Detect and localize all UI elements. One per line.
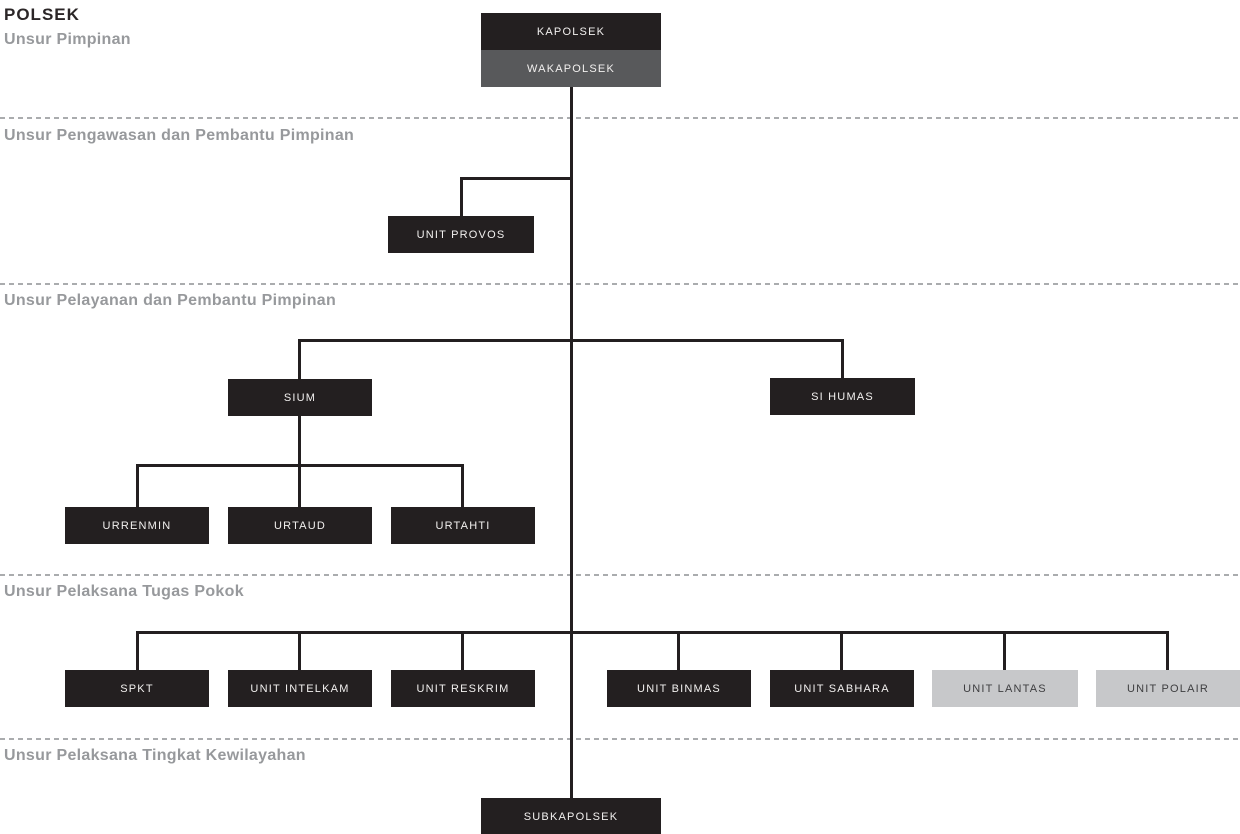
node-unit-reskrim: UNIT RESKRIM: [391, 670, 535, 707]
section-divider-2: [0, 283, 1240, 285]
node-subkapolsek: SUBKAPOLSEK: [481, 798, 661, 834]
node-spkt: SPKT: [65, 670, 209, 707]
connector-intelkam-drop: [298, 631, 301, 670]
connector-pokok-horizontal: [136, 631, 1169, 634]
node-urtahti: URTAHTI: [391, 507, 535, 544]
section-divider-4: [0, 738, 1240, 740]
section-header-kewilayahan: Unsur Pelaksana Tingkat Kewilayahan: [4, 747, 306, 764]
connector-urtahti-drop: [461, 464, 464, 507]
page-title: POLSEK: [4, 5, 80, 24]
connector-provos-drop: [460, 177, 463, 216]
connector-sium-drop: [298, 339, 301, 379]
node-unit-intelkam: UNIT INTELKAM: [228, 670, 372, 707]
connector-main-vertical: [570, 87, 573, 798]
connector-sabhara-drop: [840, 631, 843, 670]
node-wakapolsek: WAKAPOLSEK: [481, 50, 661, 87]
connector-binmas-drop: [677, 631, 680, 670]
node-si-humas: SI HUMAS: [770, 378, 915, 415]
connector-urrenmin-drop: [136, 464, 139, 507]
node-unit-binmas: UNIT BINMAS: [607, 670, 751, 707]
node-sium: SIUM: [228, 379, 372, 416]
connector-provos-horizontal: [460, 177, 573, 180]
node-unit-lantas: UNIT LANTAS: [932, 670, 1078, 707]
section-header-pelayanan: Unsur Pelayanan dan Pembantu Pimpinan: [4, 292, 337, 309]
node-kapolsek: KAPOLSEK: [481, 13, 661, 50]
connector-polair-drop: [1166, 631, 1169, 670]
connector-lantas-drop: [1003, 631, 1006, 670]
node-urrenmin: URRENMIN: [65, 507, 209, 544]
connector-sihumas-drop: [841, 339, 844, 379]
section-header-pimpinan: Unsur Pimpinan: [4, 31, 131, 48]
node-unit-sabhara: UNIT SABHARA: [770, 670, 914, 707]
section-header-pelaksana-pokok: Unsur Pelaksana Tugas Pokok: [4, 583, 244, 600]
section-divider-1: [0, 117, 1240, 119]
section-header-pengawasan: Unsur Pengawasan dan Pembantu Pimpinan: [4, 127, 355, 144]
node-urtaud: URTAUD: [228, 507, 372, 544]
node-unit-polair: UNIT POLAIR: [1096, 670, 1240, 707]
connector-reskrim-drop: [461, 631, 464, 670]
section-divider-3: [0, 574, 1240, 576]
connector-urtaud-drop: [298, 464, 301, 507]
node-unit-provos: UNIT PROVOS: [388, 216, 534, 253]
connector-spkt-drop: [136, 631, 139, 670]
connector-sium-stem: [298, 416, 301, 467]
connector-pelayanan-horizontal: [298, 339, 844, 342]
